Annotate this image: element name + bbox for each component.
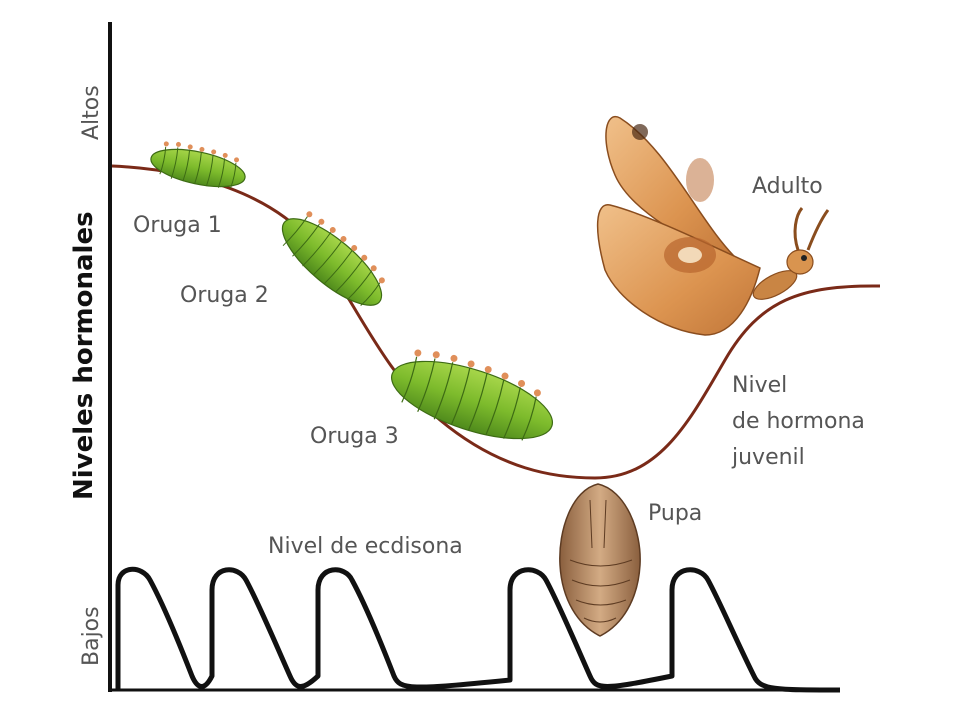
axis-low-label: Bajos (79, 606, 104, 666)
juvenile-hormone-label-line3: juvenil (731, 445, 805, 470)
larva-1-label: Oruga 1 (133, 213, 222, 238)
larva-3-label: Oruga 3 (310, 424, 399, 449)
pupa-label: Pupa (648, 501, 702, 526)
pupa-illustration (559, 483, 641, 637)
ecdysone-curve (115, 566, 841, 693)
caterpillar-1-illustration (150, 141, 246, 189)
moth-illustration (596, 115, 830, 336)
caterpillar-3-illustration (390, 349, 554, 441)
juvenile-hormone-label-line2: de hormona (732, 409, 865, 434)
caterpillar-2-illustration (281, 211, 385, 306)
adult-label: Adulto (752, 174, 823, 199)
axis-high-label: Altos (79, 85, 104, 140)
larva-2-label: Oruga 2 (180, 283, 269, 308)
axis-title: Niveles hormonales (69, 211, 99, 500)
ecdysone-label: Nivel de ecdisona (268, 534, 463, 559)
juvenile-hormone-label-line1: Nivel (732, 373, 787, 398)
